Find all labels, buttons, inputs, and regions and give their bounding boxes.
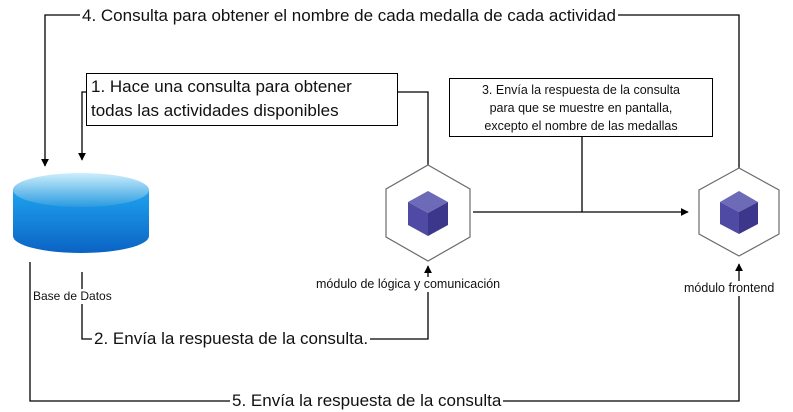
step4-label: 4. Consulta para obtener el nombre de ca… bbox=[80, 6, 618, 26]
database-label: Base de Datos bbox=[33, 289, 112, 304]
logic-module-label: módulo de lógica y comunicación bbox=[316, 277, 501, 292]
step1-line1: 1. Hace una consulta para obtener bbox=[91, 77, 352, 96]
step3-line3: excepto el nombre de las medallas bbox=[484, 119, 678, 133]
step5-label: 5. Envía la respuesta de la consulta bbox=[230, 391, 504, 411]
step1-line2: todas las actividades disponibles bbox=[91, 101, 339, 120]
step3-line1: 3. Envía la respuesta de la consulta bbox=[481, 83, 681, 97]
frontend-module-label: módulo frontend bbox=[684, 281, 775, 296]
step3-label: 3. Envía la respuesta de la consulta par… bbox=[449, 78, 713, 137]
frontend-module-icon[interactable] bbox=[698, 167, 780, 257]
logic-module-icon[interactable] bbox=[385, 164, 471, 262]
step2-label: 2. Envía la respuesta de la consulta. bbox=[92, 329, 371, 349]
step1-label: 1. Hace una consulta para obtener todas … bbox=[86, 73, 398, 126]
database-icon[interactable] bbox=[13, 173, 149, 253]
step3-line2: para que se muestre en pantalla, bbox=[489, 101, 673, 115]
